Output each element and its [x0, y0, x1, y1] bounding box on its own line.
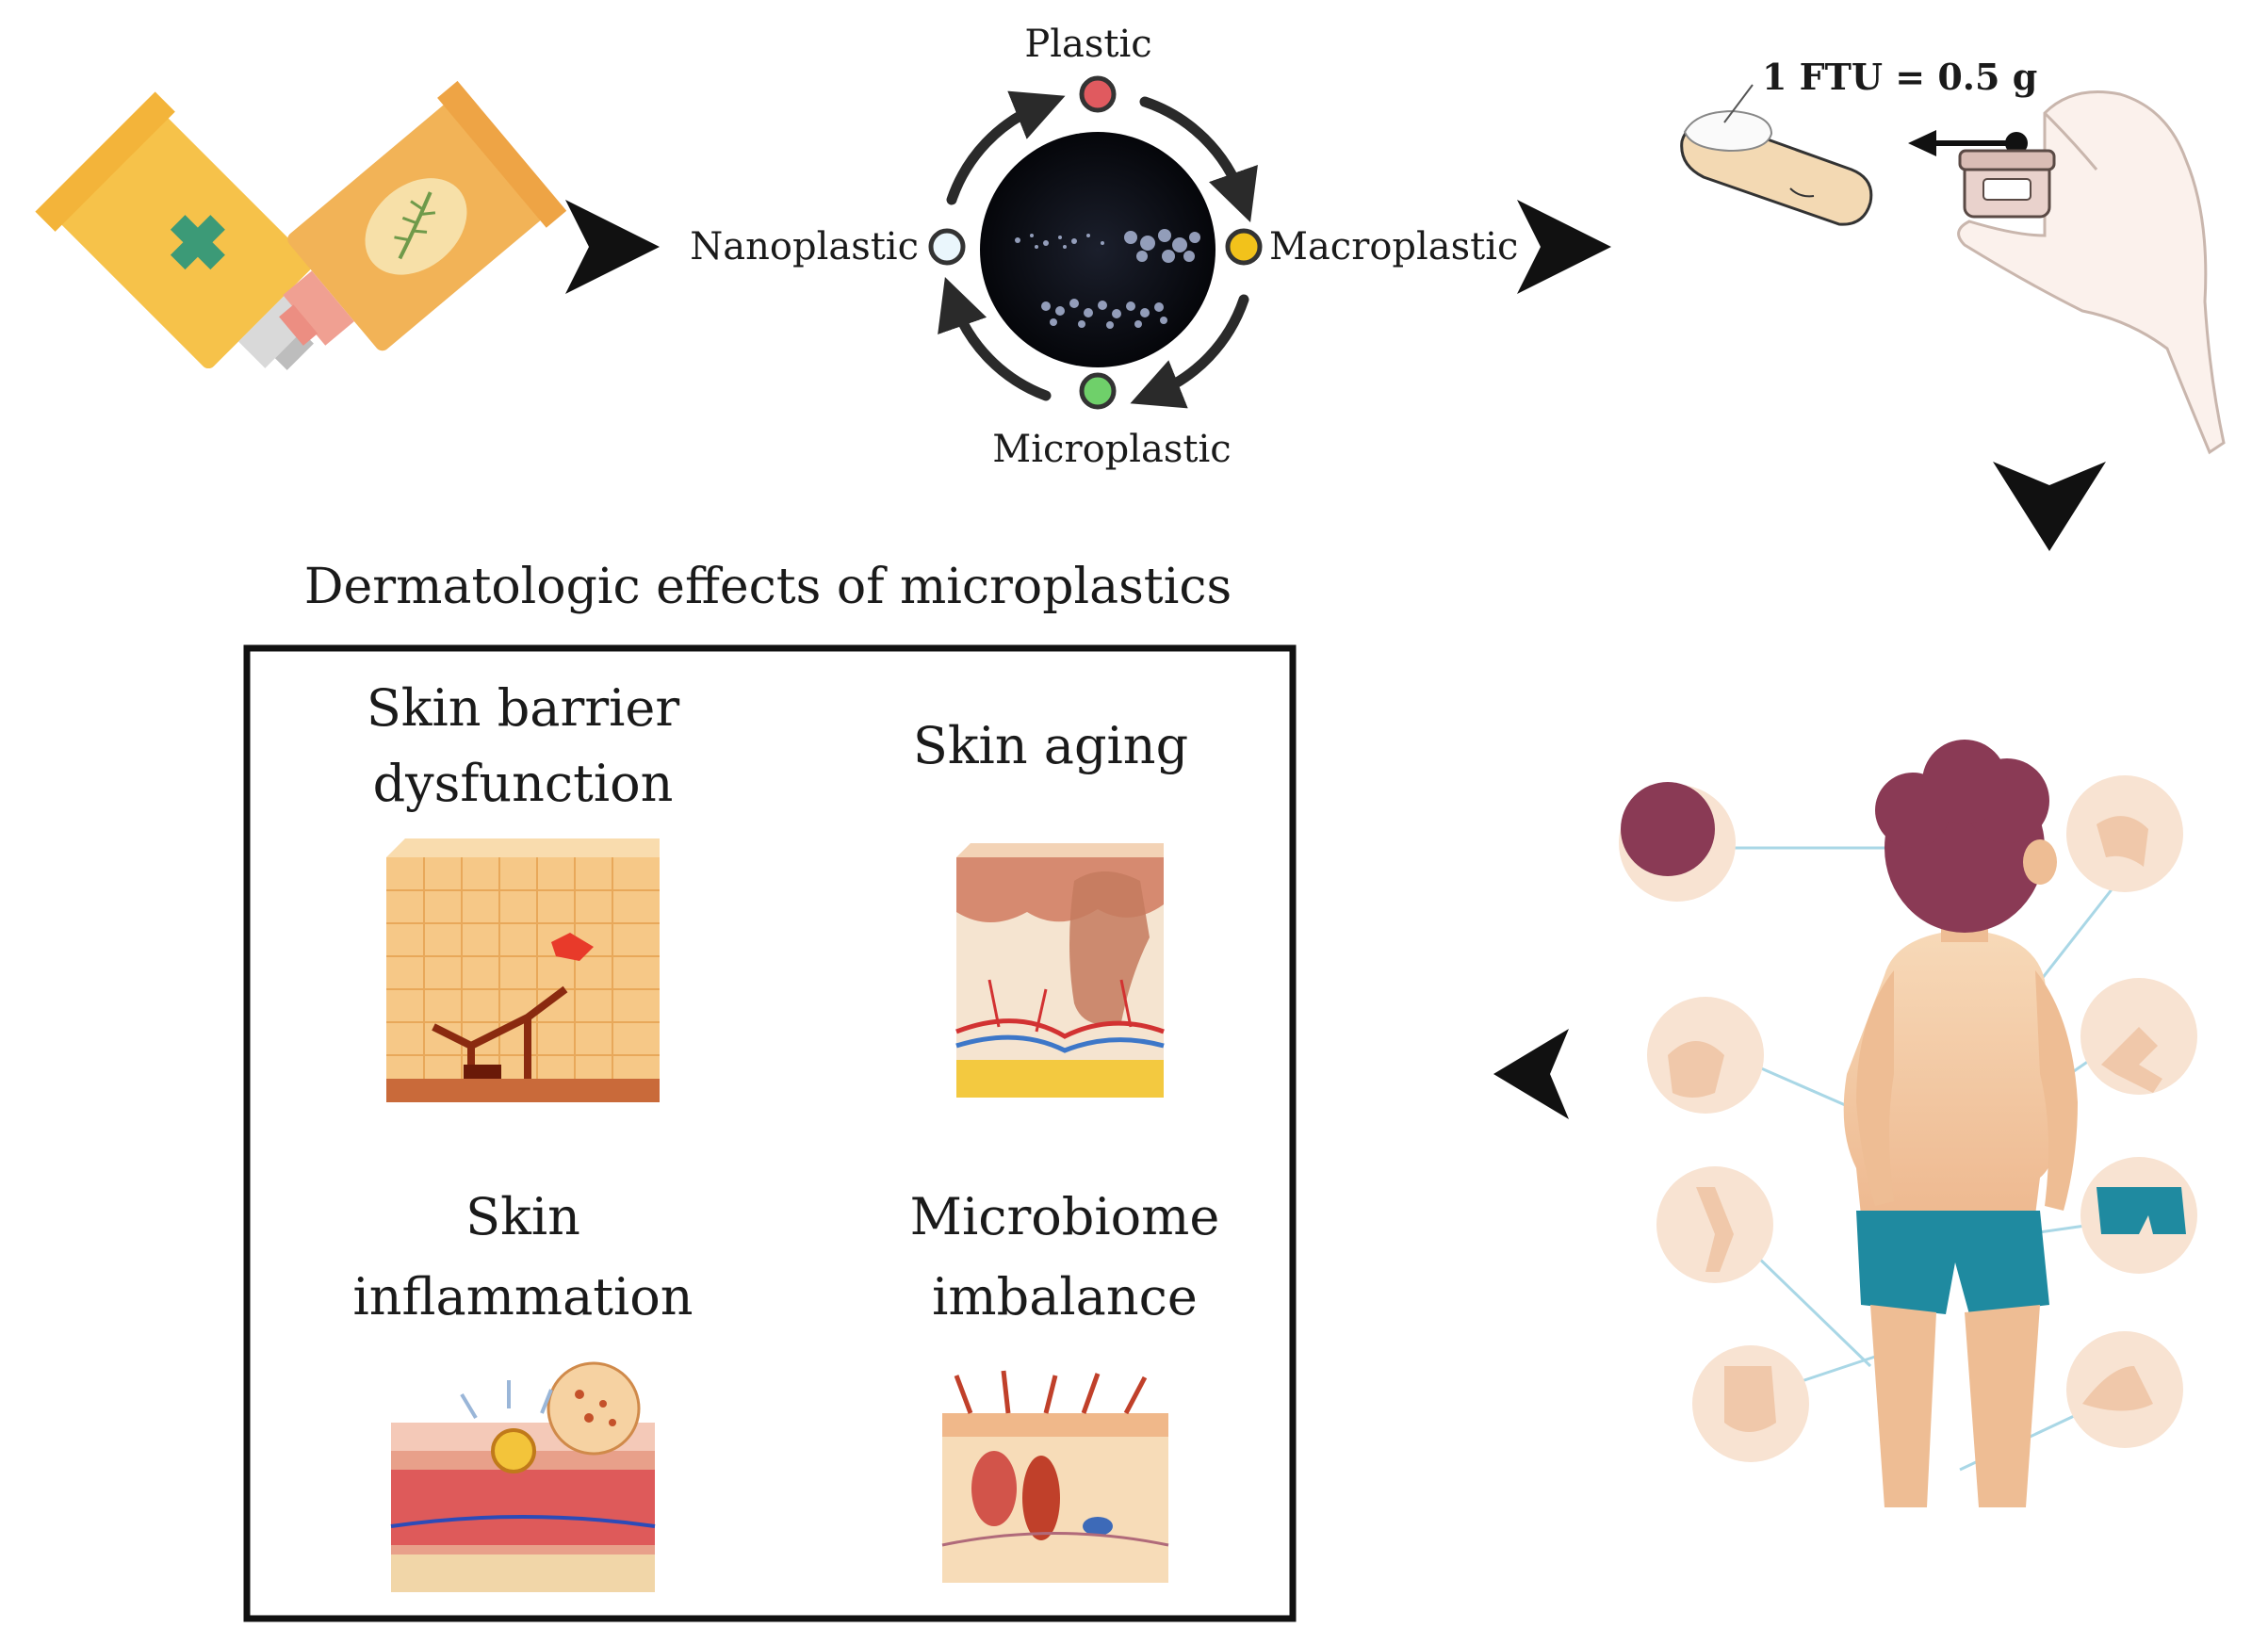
nanoplastic-node-icon — [928, 228, 966, 266]
fingertip-unit-icon — [1680, 84, 1873, 226]
effect-label-line1: Skin barrier — [367, 678, 680, 738]
macroplastic-node-icon — [1225, 228, 1263, 266]
effect-label-line1: Microbiome — [910, 1187, 1220, 1246]
effect-label-line1: Skin — [465, 1187, 580, 1246]
effects-title: Dermatologic effects of microplastics — [304, 559, 1232, 615]
hand-with-jar-icon — [1957, 90, 2226, 455]
dose-arrow-icon — [1908, 130, 2028, 156]
skin-aging-icon — [955, 843, 1165, 1098]
effect-label-line2: inflammation — [352, 1267, 693, 1327]
skin-barrier-dysfunction-icon — [386, 838, 660, 1102]
macroplastic-label: Macroplastic — [1269, 225, 1518, 269]
body-application-sites-icon — [1619, 740, 2197, 1507]
chevron-arrow-icon — [565, 200, 660, 294]
plastic-node-icon — [1079, 75, 1117, 113]
effects-box — [243, 644, 1297, 1622]
effect-label-line1: Skin aging — [913, 716, 1188, 775]
microbiome-imbalance-icon — [941, 1370, 1169, 1583]
chevron-arrow-icon — [1517, 200, 1611, 294]
microplastic-label: Microplastic — [992, 428, 1231, 471]
chevron-arrow-icon — [1993, 462, 2106, 551]
skin-inflammation-icon — [390, 1361, 656, 1592]
plastic-label: Plastic — [1024, 23, 1151, 66]
plastic-cycle: Plastic Macroplastic Microplastic Nanopl… — [690, 23, 1518, 471]
nanoplastic-label: Nanoplastic — [690, 225, 919, 269]
effect-label-line2: dysfunction — [373, 754, 674, 813]
ftu-dose-label: 1 FTU = 0.5 g — [1762, 56, 2037, 98]
effect-label-line2: imbalance — [932, 1267, 1198, 1327]
cream-tubes-icon — [35, 80, 567, 370]
particle-dots — [1015, 229, 1200, 329]
microplastic-node-icon — [1079, 372, 1117, 410]
chevron-arrow-icon — [1493, 1029, 1569, 1119]
